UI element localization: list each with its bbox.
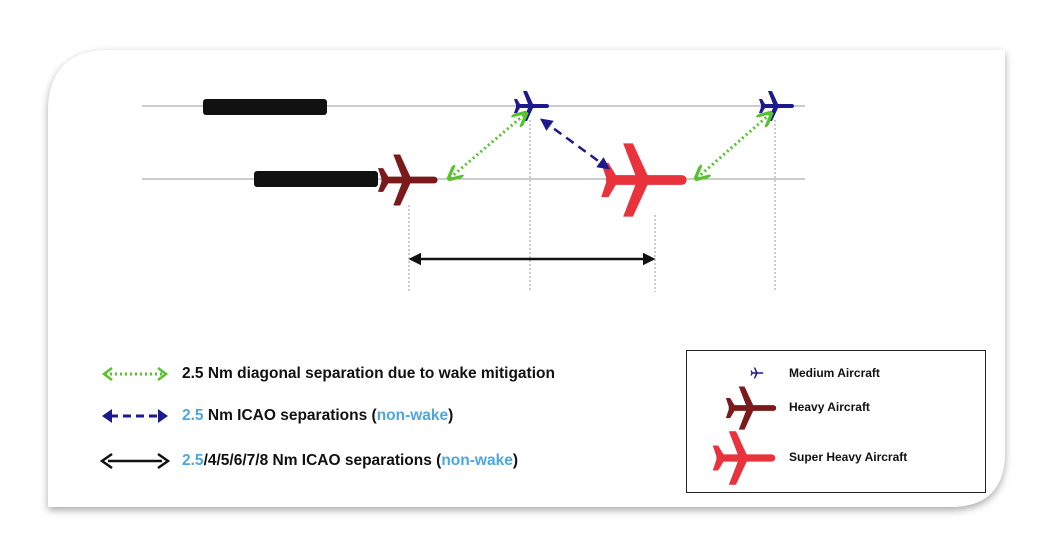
medium-aircraft-icon (759, 91, 794, 121)
upper-runway (203, 99, 327, 115)
lower-runway (254, 171, 378, 187)
dotted-green-arrow-icon (101, 367, 169, 381)
wake-separation-arrow (697, 114, 770, 178)
legend-text: 2.5 Nm diagonal separation due to wake m… (182, 365, 555, 382)
legend-text: 2.5 Nm ICAO separations (non-wake) (182, 407, 454, 424)
super-heavy-aircraft-icon (601, 143, 687, 217)
legend-text: 2.5/4/5/6/7/8 Nm ICAO separations (non-w… (182, 452, 518, 469)
key-label-super-heavy: Super Heavy Aircraft (789, 450, 908, 464)
icao-diagonal-arrow (539, 118, 611, 170)
key-label-heavy: Heavy Aircraft (789, 400, 870, 414)
wake-separation-arrow (450, 114, 525, 178)
legend-row-icao-dashed: 2.5 Nm ICAO separations (non-wake) (100, 404, 453, 428)
dashed-navy-arrow-icon (102, 409, 168, 423)
legend-row-icao-solid: 2.5/4/5/6/7/8 Nm ICAO separations (non-w… (100, 449, 518, 473)
super-heavy-aircraft-icon (712, 431, 776, 485)
aircraft-key: Medium Aircraft Heavy Aircraft Super Hea… (686, 350, 986, 493)
medium-aircraft-icon (514, 91, 549, 121)
legend-row-wake: 2.5 Nm diagonal separation due to wake m… (100, 362, 555, 386)
solid-black-arrow-icon (100, 452, 170, 470)
heavy-aircraft-icon (378, 154, 438, 206)
medium-aircraft-icon (750, 367, 764, 379)
key-label-medium: Medium Aircraft (789, 366, 880, 380)
heavy-aircraft-icon (725, 386, 777, 430)
